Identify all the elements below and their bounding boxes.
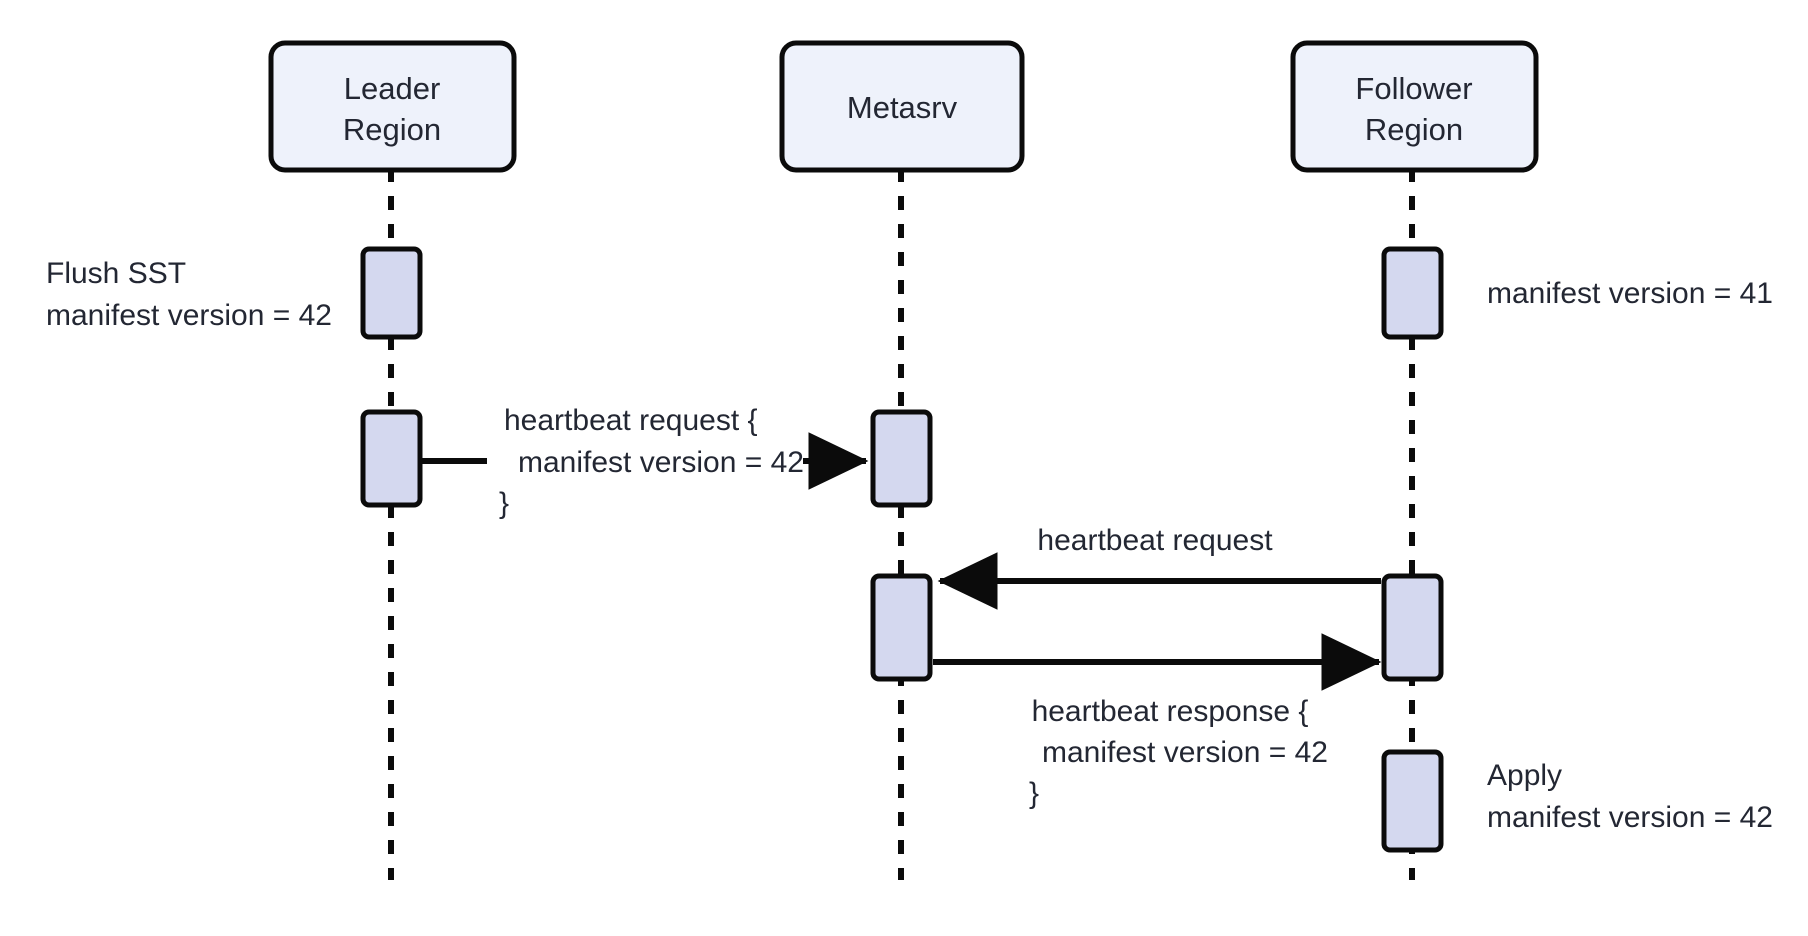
activation-boxes xyxy=(360,246,1444,853)
participant-label-metasrv-line1: Metasrv xyxy=(847,90,958,125)
note-apply: Apply manifest version = 42 xyxy=(1487,759,1773,834)
message-label-follower-heartbeat: heartbeat request xyxy=(1037,524,1273,557)
activation-metasrv-follower-exchange[interactable] xyxy=(870,573,933,682)
participant-label-follower-line1: Follower xyxy=(1355,71,1472,106)
message-follower-to-metasrv[interactable]: heartbeat request xyxy=(937,524,1381,610)
message-label-leader-line3: } xyxy=(499,487,509,520)
participant-metasrv[interactable]: Metasrv xyxy=(779,40,1025,173)
activation-leader-flush[interactable] xyxy=(360,246,423,340)
note-follower-version-line1: manifest version = 41 xyxy=(1487,277,1773,310)
participant-leader[interactable]: Leader Region xyxy=(268,40,517,173)
participant-label-leader-line1: Leader xyxy=(344,71,441,106)
message-label-leader-line2: manifest version = 42 xyxy=(518,446,804,479)
participant-box-follower[interactable] xyxy=(1290,40,1539,173)
message-metasrv-to-follower[interactable]: heartbeat response { manifest version = … xyxy=(933,633,1382,810)
participant-follower[interactable]: Follower Region xyxy=(1290,40,1539,173)
message-label-leader-line1: heartbeat request { xyxy=(504,404,758,437)
note-apply-line2: manifest version = 42 xyxy=(1487,801,1773,834)
activation-follower-apply[interactable] xyxy=(1381,749,1444,853)
message-label-response-line2: manifest version = 42 xyxy=(1042,736,1328,769)
activation-leader-heartbeat[interactable] xyxy=(360,409,423,508)
note-apply-line1: Apply xyxy=(1487,759,1562,792)
note-follower-version: manifest version = 41 xyxy=(1487,277,1773,310)
note-flush-sst: Flush SST manifest version = 42 xyxy=(46,257,332,332)
participant-label-leader-line2: Region xyxy=(343,112,441,147)
message-leader-to-metasrv[interactable]: heartbeat request { manifest version = 4… xyxy=(421,404,869,520)
note-flush-sst-line1: Flush SST xyxy=(46,257,186,290)
activation-follower-heartbeat[interactable] xyxy=(1381,573,1444,682)
message-label-response-line3: } xyxy=(1029,777,1039,810)
note-flush-sst-line2: manifest version = 42 xyxy=(46,299,332,332)
activation-follower-initial[interactable] xyxy=(1381,246,1444,340)
message-label-response-line1: heartbeat response { xyxy=(1032,695,1309,728)
participant-box-metasrv[interactable] xyxy=(779,40,1025,173)
participant-label-follower-line2: Region xyxy=(1365,112,1463,147)
activation-metasrv-leader-heartbeat[interactable] xyxy=(870,409,933,508)
participant-box-leader[interactable] xyxy=(268,40,517,173)
